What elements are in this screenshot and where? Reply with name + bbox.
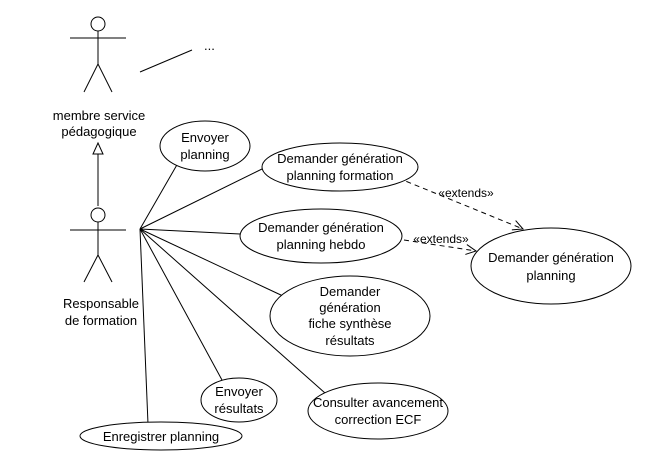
extends-dependencies: «extends» «extends»: [397, 177, 523, 251]
use-case-label-line1: Demander génération: [488, 250, 614, 265]
association-line-ellipsis: [139, 49, 193, 73]
use-case-envoyer-planning[interactable]: Envoyer planning: [159, 120, 251, 172]
actor-responsable-de-formation[interactable]: Responsable de formation: [63, 207, 139, 328]
actor-label-line1: Responsable: [63, 296, 139, 311]
use-case-ellipse: [239, 208, 403, 264]
generalization-triangle: [92, 141, 104, 155]
use-case-label-line4: résultats: [325, 333, 375, 348]
ellipsis-text: ...: [204, 38, 215, 53]
use-case-envoyer-resultats[interactable]: Envoyer résultats: [200, 377, 278, 423]
use-case-label-line1: Consulter avancement: [313, 395, 443, 410]
use-case-label-line1: Envoyer: [215, 384, 263, 399]
association-line-consulter-avancement: [139, 228, 326, 394]
use-case-label-line2: planning hebdo: [277, 237, 366, 252]
association-line-envoyer-resultats: [139, 228, 223, 381]
actor-head: [90, 16, 106, 32]
use-case-ellipse: [200, 377, 278, 423]
use-case-demander-generation-planning-formation[interactable]: Demander génération planning formation: [261, 142, 419, 192]
use-case-label-line1: Demander génération: [258, 220, 384, 235]
association-line-enregistrer-planning: [139, 228, 149, 425]
actor-right-leg: [97, 254, 113, 283]
actor-membre-service-pedagogique[interactable]: membre service pédagogique: [53, 16, 145, 139]
use-case-ellipse: [470, 227, 632, 305]
use-case-ellipse: [79, 421, 243, 451]
use-case-label-line2: génération: [319, 300, 380, 315]
use-case-label-line1: Envoyer: [181, 130, 229, 145]
use-case-enregistrer-planning[interactable]: Enregistrer planning: [79, 421, 243, 451]
association-line-fiche-synthese: [139, 228, 284, 297]
association-line-planning-hebdo: [139, 228, 241, 235]
actor-left-leg: [83, 254, 99, 283]
generalization-arrow: [92, 141, 104, 206]
actor-label-line2: de formation: [65, 313, 137, 328]
extends-arrow-planning-hebdo: [403, 239, 476, 251]
actor-label-line2: pédagogique: [61, 124, 136, 139]
use-case-demander-generation-planning-hebdo[interactable]: Demander génération planning hebdo: [239, 208, 403, 264]
use-case-label-line2: planning: [526, 268, 575, 283]
actor-head: [90, 207, 106, 223]
use-case-label-line3: fiche synthèse: [308, 316, 391, 331]
use-case-ellipse: [307, 382, 449, 440]
use-case-ellipse: [269, 275, 431, 357]
actor-left-leg: [83, 63, 99, 93]
use-case-label-line1: Demander: [320, 284, 381, 299]
use-case-consulter-avancement-correction-ecf[interactable]: Consulter avancement correction ECF: [307, 382, 449, 440]
association-lines: [139, 162, 326, 425]
use-case-label-line2: résultats: [214, 401, 264, 416]
use-case-label-line2: planning formation: [287, 168, 394, 183]
extends-arrow-planning-formation: [397, 177, 523, 229]
use-case-ellipse: [261, 142, 419, 192]
use-case-demander-generation-planning[interactable]: Demander génération planning: [470, 227, 632, 305]
actor-right-leg: [97, 63, 113, 93]
extends-label: «extends»: [438, 186, 494, 200]
extends-label: «extends»: [413, 232, 469, 246]
use-case-label-line2: correction ECF: [335, 412, 422, 427]
actor-label-line1: membre service: [53, 108, 145, 123]
use-case-label-line1: Demander génération: [277, 151, 403, 166]
use-case-label: Enregistrer planning: [103, 429, 219, 444]
association-line-planning-formation: [139, 167, 265, 230]
use-case-label-line2: planning: [180, 147, 229, 162]
use-case-ellipse: [159, 120, 251, 172]
association-line-envoyer-planning: [139, 162, 179, 230]
use-case-demander-generation-fiche-synthese-resultats[interactable]: Demander génération fiche synthèse résul…: [269, 275, 431, 357]
